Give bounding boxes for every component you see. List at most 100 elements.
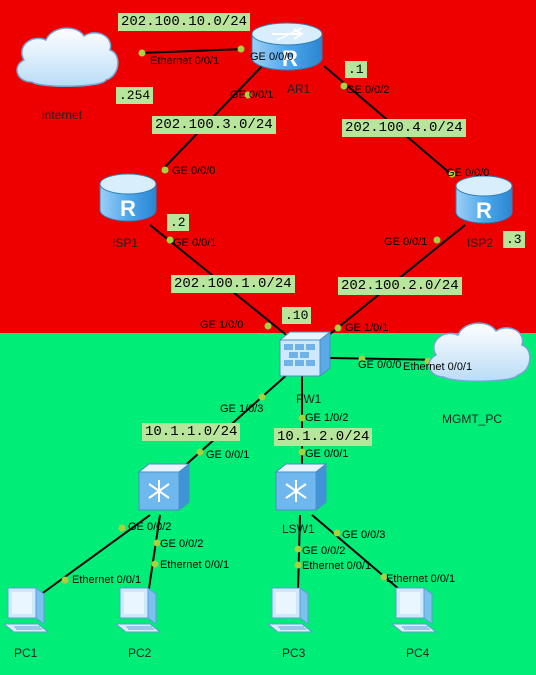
label-mgmt-pc: MGMT_PC [442,412,502,426]
port-dot [244,91,252,99]
host-ip-label: .10 [282,307,312,324]
device-pc4[interactable] [390,584,444,638]
port-dot [61,576,69,584]
port-label: GE 0/0/2 [346,84,390,96]
pc-icon [390,587,438,633]
port-dot [294,545,302,553]
cloud-icon [428,322,531,383]
device-pc1[interactable] [2,584,56,638]
port-dot [264,322,272,330]
host-ip-label: .3 [503,231,525,248]
label-internet: internet [42,108,83,122]
network-label: 202.100.10.0/24 [118,13,251,31]
port-dot [161,166,169,174]
port-dot [153,539,161,547]
router-icon: R [455,175,513,224]
device-mgmt-pc[interactable] [422,315,534,387]
host-ip-label: .1 [345,61,367,78]
port-dot [258,393,266,401]
port-label: Ethernet 0/0/1 [302,560,372,572]
port-label: GE 1/0/3 [220,403,264,415]
port-label: GE 0/0/0 [250,51,294,63]
port-dot [294,561,302,569]
port-dot [298,414,306,422]
router-icon: R [251,22,323,71]
router-icon: R [99,173,157,222]
host-ip-label: .2 [167,214,189,231]
port-dot [340,82,348,90]
device-lsw1[interactable] [272,460,332,516]
port-dot [334,324,342,332]
pc-icon [266,587,314,633]
port-dot [433,236,441,244]
port-label: GE 0/0/3 [342,529,386,541]
label-lsw1: LSW1 [282,522,315,536]
device-fw1[interactable] [276,330,332,380]
port-dot [118,524,126,532]
port-dot [333,529,341,537]
port-label: GE 0/0/1 [173,237,217,249]
port-dot [448,170,456,178]
link-internet-ar1 [139,48,245,54]
switch-icon [137,462,191,512]
svg-text:R: R [476,198,492,223]
port-dot [380,573,388,581]
network-label: 202.100.1.0/24 [171,275,295,293]
label-isp1: ISP1 [112,236,139,250]
port-dot [358,355,366,363]
switch-icon [274,462,328,512]
port-dot [138,49,146,57]
device-pc2[interactable] [114,584,168,638]
svg-text:R: R [120,196,136,221]
link-lsw1-pc3 [297,514,301,591]
label-ar1: AR1 [287,82,311,96]
port-dot [298,448,306,456]
port-dot [151,560,159,568]
port-label: GE 1/0/1 [345,322,389,334]
network-label: 10.1.2.0/24 [274,428,373,446]
pc-icon [2,587,50,633]
port-dot [237,45,245,53]
cloud-icon [16,27,119,88]
device-pc3[interactable] [266,584,320,638]
label-isp2: ISP2 [467,236,494,250]
port-label: GE 0/0/0 [358,359,402,371]
svg-text:R: R [282,46,298,71]
device-internet[interactable] [10,20,122,92]
port-label: GE 0/0/1 [206,449,250,461]
link-lswleft-pc2 [147,514,161,596]
port-dot [166,236,174,244]
pc-icon [114,587,162,633]
port-label: Ethernet 0/0/1 [72,574,142,586]
port-dot [196,448,204,456]
network-label: 202.100.3.0/24 [152,116,276,134]
port-label: GE 0/0/2 [128,521,172,533]
device-isp1[interactable]: R [96,170,160,226]
port-label: GE 0/0/1 [230,89,274,101]
inside-zone [0,333,536,675]
firewall-icon [278,330,332,378]
link-lswleft-pc1 [39,514,151,596]
label-pc1: PC1 [14,646,38,660]
port-label: GE 0/0/0 [172,165,216,177]
network-label: 202.100.4.0/24 [342,119,466,137]
network-label: 202.100.2.0/24 [338,277,462,295]
label-pc2: PC2 [128,646,152,660]
label-pc3: PC3 [282,646,306,660]
device-isp2[interactable]: R [452,172,516,228]
port-label: GE 0/0/1 [305,448,349,460]
device-lsw-left[interactable] [135,460,195,516]
device-ar1[interactable]: R [242,20,332,76]
port-label: Ethernet 0/0/1 [160,559,230,571]
port-label: GE 0/0/2 [302,545,346,557]
label-pc4: PC4 [406,646,430,660]
port-label: GE 0/0/0 [446,167,490,179]
port-label: Ethernet 0/0/1 [150,55,220,67]
network-label: 10.1.1.0/24 [142,423,241,441]
port-label: GE 0/0/1 [384,236,428,248]
port-label: GE 1/0/0 [200,319,244,331]
port-label: Ethernet 0/0/1 [386,573,456,585]
port-label: GE 1/0/2 [305,412,349,424]
